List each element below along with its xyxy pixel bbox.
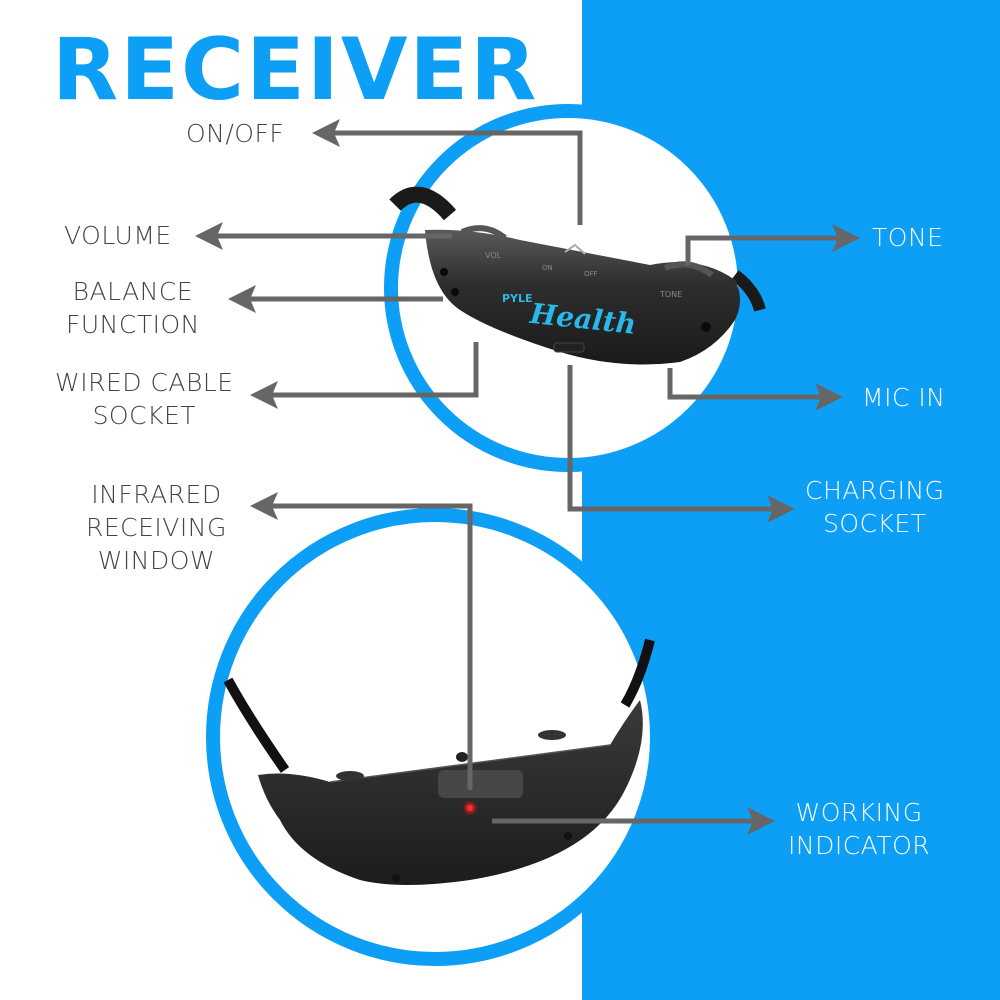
arrow-right-icon [767, 495, 795, 523]
label-on-off: ON/OFF [186, 119, 285, 148]
label-infrared-receiving-window: INFRARED RECEIVING WINDOW [86, 480, 227, 575]
top-receiver-device: VOL ON OFF TONE PYLE Health [389, 186, 766, 365]
arrow-right-icon [815, 383, 843, 411]
label-charging-socket: CHARGING SOCKET [805, 476, 945, 538]
arrow-left-icon [195, 222, 223, 250]
label-tone: TONE [872, 223, 944, 252]
arrow-left-icon [250, 381, 278, 409]
arrow-left-icon [228, 285, 256, 313]
arrow-right-icon [747, 807, 775, 835]
pyle-logo: PYLE [502, 292, 533, 305]
svg-text:VOL: VOL [485, 251, 502, 260]
svg-text:ON: ON [542, 264, 553, 272]
callout-lines [212, 130, 840, 824]
infrared-window [438, 770, 523, 798]
bottom-receiver-device [223, 638, 655, 885]
label-balance-function: BALANCE FUNCTION [66, 277, 200, 339]
svg-text:TONE: TONE [659, 290, 682, 299]
arrow-left-icon [250, 492, 278, 520]
label-mic-in: MIC IN [862, 383, 946, 412]
page-title: RECEIVER [52, 20, 539, 120]
arrow-right-icon [832, 224, 860, 252]
label-wired-cable-socket: WIRED CABLE SOCKET [55, 368, 234, 430]
arrowheads [195, 119, 860, 835]
svg-text:OFF: OFF [584, 270, 598, 278]
label-volume: VOLUME [64, 221, 172, 250]
label-working-indicator: WORKING INDICATOR [788, 798, 931, 860]
arrow-left-icon [312, 119, 340, 147]
